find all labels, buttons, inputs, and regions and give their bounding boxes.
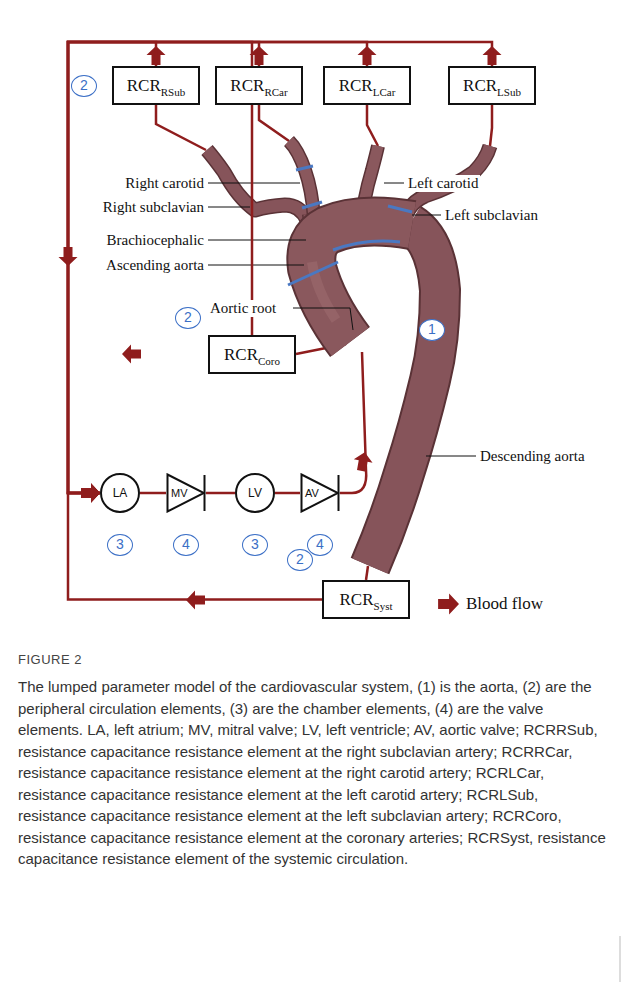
vessel-label: Left carotid bbox=[406, 175, 480, 192]
vessel-label: Left subclavian bbox=[443, 207, 540, 224]
node-label: RCR bbox=[230, 76, 264, 95]
circulation-connector bbox=[68, 42, 492, 493]
circulation-connector bbox=[275, 492, 300, 495]
circulation-connector bbox=[68, 42, 252, 493]
vessel-label: Aortic root bbox=[208, 300, 278, 317]
node-label: AV bbox=[305, 487, 319, 499]
vessel-wires bbox=[156, 105, 492, 580]
vessel-label: Ascending aorta bbox=[104, 257, 206, 274]
circulation-connector bbox=[68, 42, 367, 493]
node-text: LA bbox=[113, 486, 128, 500]
callout-number: 4 bbox=[173, 534, 199, 556]
callout-number: 4 bbox=[307, 534, 333, 556]
node-text: RCRLSub bbox=[463, 76, 521, 96]
callout-number: 1 bbox=[419, 319, 445, 341]
vessel-label: Right subclavian bbox=[101, 199, 206, 216]
node-label: RCR bbox=[339, 76, 373, 95]
node-text: RCRCoro bbox=[224, 345, 280, 365]
node-label: RCR bbox=[463, 76, 497, 95]
circulation-connector bbox=[140, 492, 166, 495]
figure-label: FIGURE 2 bbox=[18, 652, 82, 667]
rcr-element: RCRLCar bbox=[323, 66, 411, 105]
node-text: RCRRCar bbox=[230, 76, 287, 96]
node-text: RCRRSub bbox=[127, 76, 186, 96]
valve-triangle: AV bbox=[300, 473, 340, 513]
flow-arrows bbox=[59, 46, 502, 610]
node-label: MV bbox=[171, 487, 188, 499]
node-text: AV bbox=[305, 487, 319, 499]
callout-number: 3 bbox=[107, 534, 133, 556]
node-text: RCRLCar bbox=[339, 76, 396, 96]
legend-text: Blood flow bbox=[466, 594, 543, 614]
chamber-circle: LA bbox=[100, 473, 140, 513]
callout-number: 2 bbox=[287, 549, 313, 571]
circulation-connector bbox=[68, 493, 322, 600]
callout-number: 2 bbox=[175, 307, 201, 329]
node-label: RCR bbox=[224, 345, 258, 364]
node-label: LA bbox=[113, 486, 128, 500]
subscript-text: LSub bbox=[497, 86, 521, 98]
rcr-element: RCRSyst bbox=[322, 580, 410, 619]
valve-triangle: MV bbox=[166, 473, 206, 513]
subscript-text: Coro bbox=[258, 355, 280, 367]
rcr-element: RCRCoro bbox=[208, 335, 296, 374]
rcr-element: RCRRCar bbox=[215, 66, 303, 105]
chamber-circle: LV bbox=[235, 473, 275, 513]
subscript-text: Syst bbox=[374, 600, 393, 612]
subscript-text: LCar bbox=[373, 86, 396, 98]
callout-number: 3 bbox=[242, 534, 268, 556]
vessel-label: Descending aorta bbox=[478, 448, 587, 465]
node-text: MV bbox=[171, 487, 188, 499]
rcr-element: RCRLSub bbox=[448, 66, 536, 105]
node-text: RCRSyst bbox=[340, 590, 393, 610]
aorta bbox=[311, 221, 440, 566]
legend-sample bbox=[438, 594, 459, 615]
vessel-label: Right carotid bbox=[123, 175, 206, 192]
node-label: LV bbox=[248, 486, 262, 500]
node-text: LV bbox=[248, 486, 262, 500]
subscript-text: RSub bbox=[161, 86, 185, 98]
figure-caption: The lumped parameter model of the cardio… bbox=[18, 676, 608, 870]
circulation-connector bbox=[68, 42, 259, 493]
section-cuts bbox=[288, 166, 412, 285]
subscript-text: RCar bbox=[264, 86, 287, 98]
callout-number: 2 bbox=[71, 75, 97, 97]
circulation-connector bbox=[206, 492, 235, 495]
node-label: RCR bbox=[127, 76, 161, 95]
leader-lines bbox=[208, 183, 476, 456]
rcr-element: RCRRSub bbox=[112, 66, 200, 105]
node-label: RCR bbox=[340, 590, 374, 609]
page-frame bbox=[620, 936, 621, 982]
vessel-label: Brachiocephalic bbox=[105, 232, 206, 249]
